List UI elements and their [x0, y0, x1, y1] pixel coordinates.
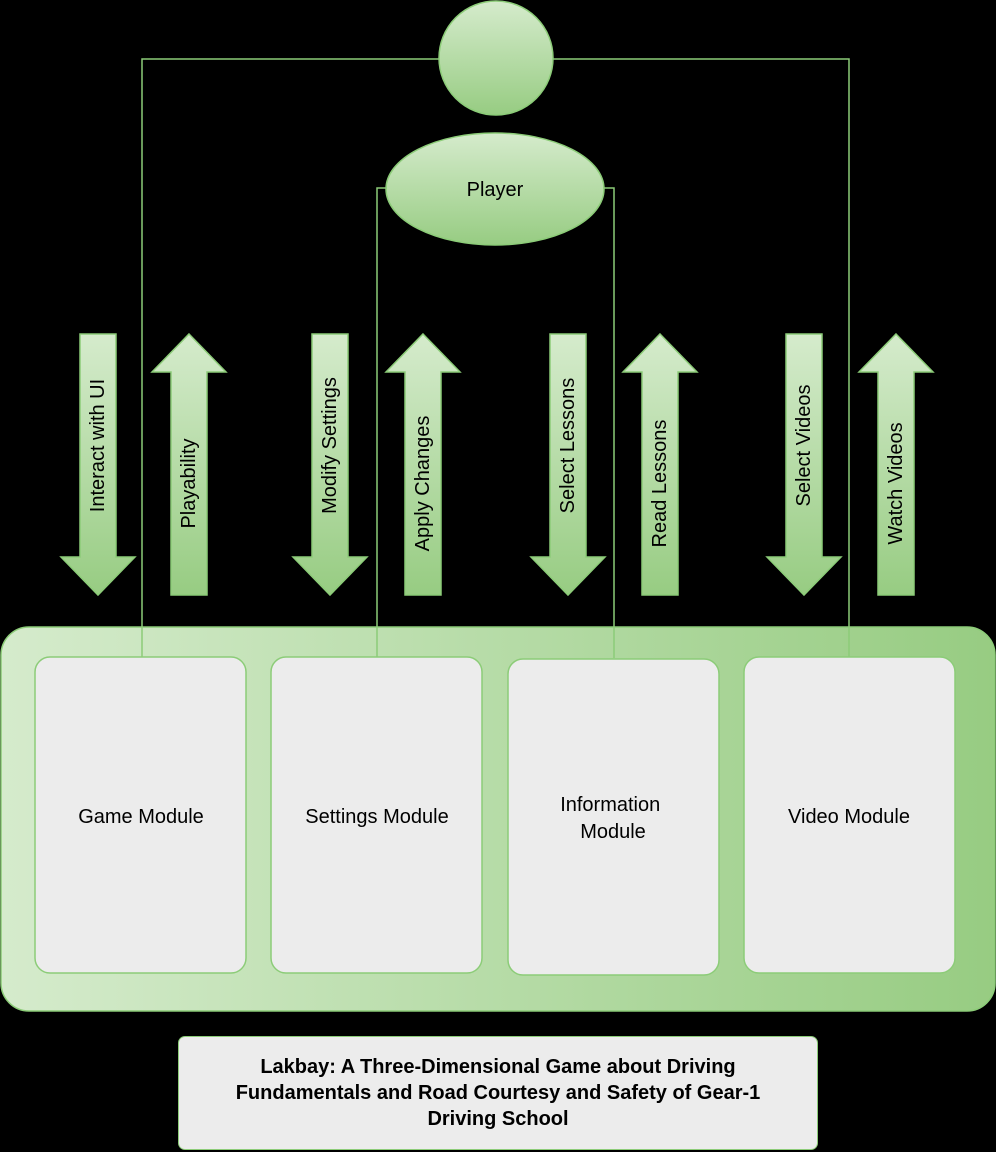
information-module-box [507, 658, 720, 976]
player-body [385, 132, 605, 246]
arrow-label-apply-changes: Apply Changes [412, 416, 434, 552]
arrow-label-playability: Playability [178, 438, 200, 528]
arrow-modify-settings: Modify Settings [291, 333, 369, 597]
system-title-line-3: Driving School [427, 1108, 569, 1130]
arrow-label-read-lessons: Read Lessons [649, 420, 671, 548]
arrow-shape-select-videos [765, 333, 843, 597]
connector-information [603, 187, 615, 658]
arrow-shape-read-lessons [621, 332, 699, 596]
information-module: Information Module [507, 658, 720, 976]
game-module: Game Module [34, 656, 247, 974]
connector-game [141, 58, 439, 658]
connector-lines [141, 58, 850, 658]
settings-module-box [270, 656, 483, 974]
player-head [438, 0, 554, 116]
arrow-playability: Playability [150, 332, 228, 596]
arrow-apply-changes: Apply Changes [384, 332, 462, 596]
system-title-line-1: Lakbay: A Three-Dimensional Game about D… [260, 1056, 736, 1078]
system-title-box: Lakbay: A Three-Dimensional Game about D… [178, 1036, 818, 1150]
flow-arrows: Interact with UI Playability Modify Settin… [59, 332, 935, 597]
arrow-label-select-videos: Select Videos [793, 385, 815, 507]
game-module-box [34, 656, 247, 974]
arrow-shape-watch-videos [857, 332, 935, 596]
video-module: Video Module [743, 656, 956, 974]
arrow-read-lessons: Read Lessons [621, 332, 699, 596]
video-module-box [743, 656, 956, 974]
arrow-label-watch-videos: Watch Videos [885, 422, 907, 544]
arrow-select-lessons: Select Lessons [529, 333, 607, 597]
player-actor: Player [385, 0, 605, 246]
connector-video [553, 58, 850, 658]
arrow-interact-with-ui: Interact with UI [59, 333, 137, 597]
arrow-watch-videos: Watch Videos [857, 332, 935, 596]
connector-settings [376, 187, 387, 658]
arrow-select-videos: Select Videos [765, 333, 843, 597]
arrow-shape-playability [150, 332, 228, 596]
game-module-label: Game Module [78, 806, 204, 828]
arrow-label-modify-settings: Modify Settings [319, 377, 341, 514]
arrow-label-interact-with-ui: Interact with UI [87, 379, 109, 512]
information-module-label: Information Module [560, 794, 666, 843]
settings-module: Settings Module [270, 656, 483, 974]
arrow-shape-select-lessons [529, 333, 607, 597]
video-module-label: Video Module [788, 806, 910, 828]
arrow-shape-interact-with-ui [59, 333, 137, 597]
settings-module-label: Settings Module [305, 806, 448, 828]
arrow-label-select-lessons: Select Lessons [557, 378, 579, 514]
arrow-shape-apply-changes [384, 332, 462, 596]
system-title-line-2: Fundamentals and Road Courtesy and Safet… [235, 1082, 761, 1104]
player-label: Player [467, 179, 524, 201]
arrow-shape-modify-settings [291, 333, 369, 597]
